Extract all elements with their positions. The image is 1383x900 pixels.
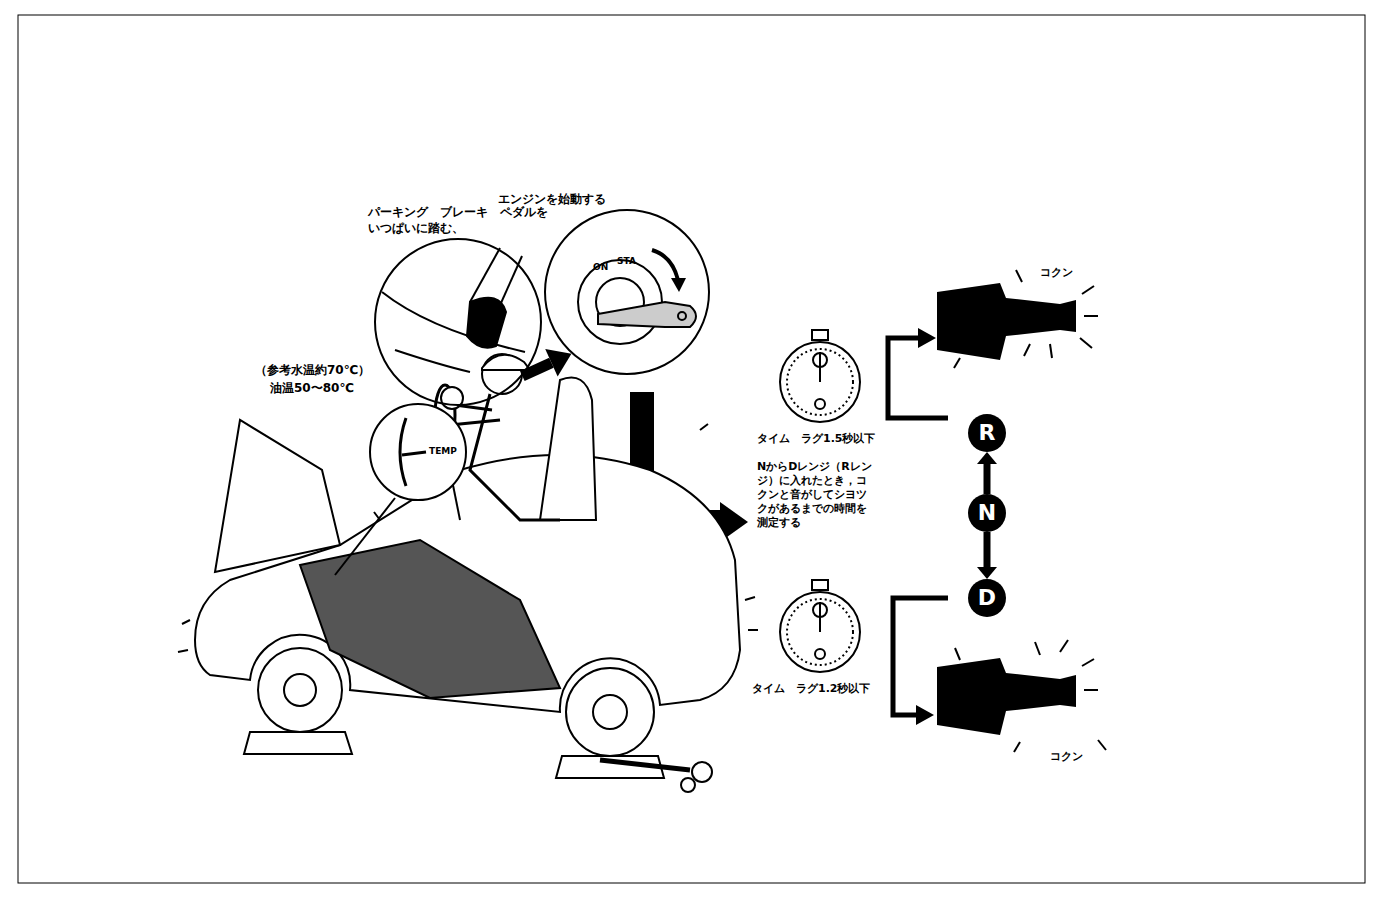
bracket-arrowhead: [918, 328, 936, 348]
shock-lines: [954, 358, 960, 368]
range-letter: R: [979, 422, 996, 444]
switch-text: STA: [617, 255, 636, 267]
shock-lines: [1016, 270, 1022, 282]
shock-lines: [954, 270, 1106, 752]
ignition-picture: [598, 302, 696, 327]
car-illustration: [244, 732, 352, 754]
stopwatch: [812, 580, 828, 590]
stopwatch: [787, 599, 853, 665]
brake-pedal-circle: パーキング ブレーキ ペダルを いつぱいに踏む、: [374, 238, 542, 406]
shock-lines: [1084, 315, 1098, 317]
flow-arrow: [977, 532, 997, 579]
car-illustration: [593, 695, 627, 729]
car-illustration: [600, 760, 690, 770]
brake-pedal-picture: [467, 298, 506, 348]
stopwatch: [780, 580, 860, 672]
sound-text: コクン: [1050, 750, 1083, 764]
brake-pedal-picture: [382, 292, 525, 352]
arrowhead: [545, 349, 571, 376]
note-text: 油温50〜80℃: [270, 380, 354, 396]
stopwatch: [787, 349, 853, 415]
switch-text: ON: [593, 261, 608, 273]
stopwatch: [780, 592, 860, 672]
shock-lines: [1082, 659, 1094, 666]
flow-arrow: [522, 349, 571, 376]
bracket-arrowhead: [916, 705, 934, 725]
stopwatch: [819, 352, 821, 382]
connector-line: [984, 532, 991, 567]
stopwatch: [819, 602, 821, 632]
bracket-arrowhead: [916, 328, 936, 725]
ignition-picture: [578, 250, 696, 344]
range-letter: D: [978, 587, 996, 609]
temp-gauge: [402, 452, 426, 455]
car-illustration: [215, 420, 340, 572]
ignition-picture: [678, 312, 686, 320]
time-lag-text: タイム ラグ1.5秒以下: [757, 432, 876, 446]
car-illustration: [258, 648, 342, 732]
arrowhead: [977, 452, 997, 464]
brake-pedal-picture: [470, 248, 500, 302]
brake-pedal-picture: [395, 350, 470, 372]
car-illustration: [482, 355, 530, 370]
range-circle: R: [968, 414, 1006, 452]
shock-lines: [1050, 344, 1052, 358]
range-letter: N: [978, 502, 996, 524]
car-illustration: [681, 778, 695, 792]
shock-lines: [1080, 338, 1092, 348]
shock-lines: [1014, 742, 1020, 752]
range-circle: N: [968, 494, 1006, 532]
car-illustration: [470, 394, 560, 520]
temp-gauge: [370, 404, 466, 500]
stopwatch: [815, 649, 825, 659]
connector-line: [522, 363, 551, 376]
stopwatch: [815, 399, 825, 409]
transmission-icon: [937, 283, 1076, 735]
shock-lines: [1060, 640, 1068, 652]
shock-lines: [1024, 344, 1030, 356]
shock-lines: [1082, 286, 1094, 294]
ignition-circle: エンジンを始動する: [544, 209, 710, 375]
step-heading: パーキング ブレーキ ペダルを いつぱいに踏む、: [368, 204, 564, 236]
note-text: （参考水温約70℃）: [255, 362, 370, 378]
transmission-icon: [937, 658, 1076, 735]
car-illustration: [692, 762, 712, 782]
bracket-arrow: [888, 338, 948, 715]
shock-lines: [1035, 642, 1040, 655]
car-illustration: [178, 354, 758, 792]
temp-gauge: [400, 418, 406, 486]
car-illustration: [566, 668, 654, 756]
ignition-picture: [671, 278, 686, 292]
gauge-text: TEMP: [428, 445, 458, 457]
temp-gauge: [335, 404, 466, 575]
step-heading: エンジンを始動する: [498, 191, 648, 207]
time-lag-text: タイム ラグ1.2秒以下: [752, 682, 871, 696]
car-illustration: [540, 378, 596, 521]
temp-gauge: [335, 498, 395, 575]
sound-text: コクン: [1040, 266, 1073, 280]
ignition-picture: [652, 250, 678, 280]
ignition-picture: [578, 260, 662, 344]
shock-lines: [1098, 740, 1106, 750]
transmission-icon: [937, 283, 1076, 360]
connector-line: [984, 464, 991, 494]
frame: [18, 15, 1365, 883]
range-circle: D: [968, 579, 1006, 617]
flow-arrow: [977, 452, 997, 494]
instruction-text: NからDレンジ（Rレンジ）に入れたとき，コクンと音がしてシヨツクがあるまでの時間…: [757, 460, 873, 530]
stopwatch: [780, 330, 860, 422]
stopwatch: [812, 330, 828, 340]
arrowhead: [977, 567, 997, 579]
stopwatch: [780, 342, 860, 422]
car-illustration: [284, 674, 316, 706]
shock-lines: [1084, 689, 1098, 691]
shock-lines: [955, 648, 960, 660]
car-illustration: [178, 424, 758, 652]
